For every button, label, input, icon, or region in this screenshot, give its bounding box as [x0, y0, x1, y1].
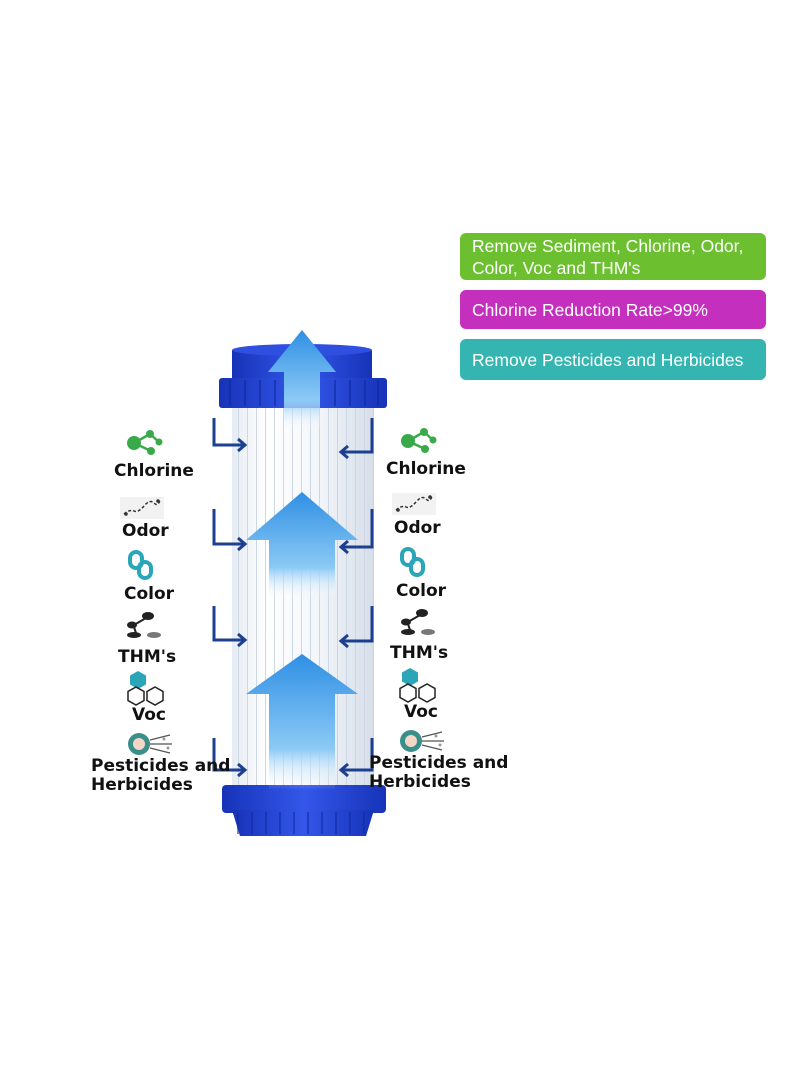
label-odor-right: Odor — [394, 518, 441, 538]
label-chlorine-left: Chlorine — [114, 461, 194, 481]
label-pesticides-right: Pesticides and Herbicides — [369, 753, 509, 792]
thm-molecule-icon — [401, 609, 435, 635]
flow-arrow-middle — [246, 492, 358, 600]
label-thms-left: THM's — [118, 647, 177, 667]
label-voc-left: Voc — [132, 705, 166, 725]
label-pesticides-left: Pesticides and Herbicides — [91, 756, 231, 795]
badge-chlorine-reduction: Chlorine Reduction Rate>99% — [460, 290, 766, 329]
molecule-icon — [401, 428, 437, 453]
pesticide-spray-icon — [400, 730, 444, 752]
label-voc-right: Voc — [404, 702, 438, 722]
label-color-left: Color — [124, 584, 175, 604]
badge-remove-pesticides: Remove Pesticides and Herbicides — [460, 339, 766, 380]
chain-link-icon — [128, 550, 153, 580]
odor-icon — [120, 497, 164, 519]
flow-arrow-bottom — [246, 654, 358, 790]
hexagon-icon — [127, 671, 164, 706]
badge-remove-sediment: Remove Sediment, Chlorine, Odor, Color, … — [460, 233, 766, 280]
label-color-right: Color — [396, 581, 447, 601]
label-chlorine-right: Chlorine — [386, 459, 466, 479]
flow-arrow-top — [268, 330, 336, 430]
chain-link-icon — [400, 547, 425, 577]
inflow-arrows-right — [338, 418, 374, 778]
label-odor-left: Odor — [122, 521, 169, 541]
filter-bottom-cap — [222, 785, 386, 813]
inflow-arrows-left — [212, 418, 248, 778]
hexagon-icon — [399, 668, 436, 703]
odor-icon — [392, 493, 436, 515]
label-thms-right: THM's — [390, 643, 449, 663]
thm-molecule-icon — [127, 612, 161, 638]
pesticide-spray-icon — [128, 733, 172, 755]
molecule-icon — [127, 430, 163, 455]
